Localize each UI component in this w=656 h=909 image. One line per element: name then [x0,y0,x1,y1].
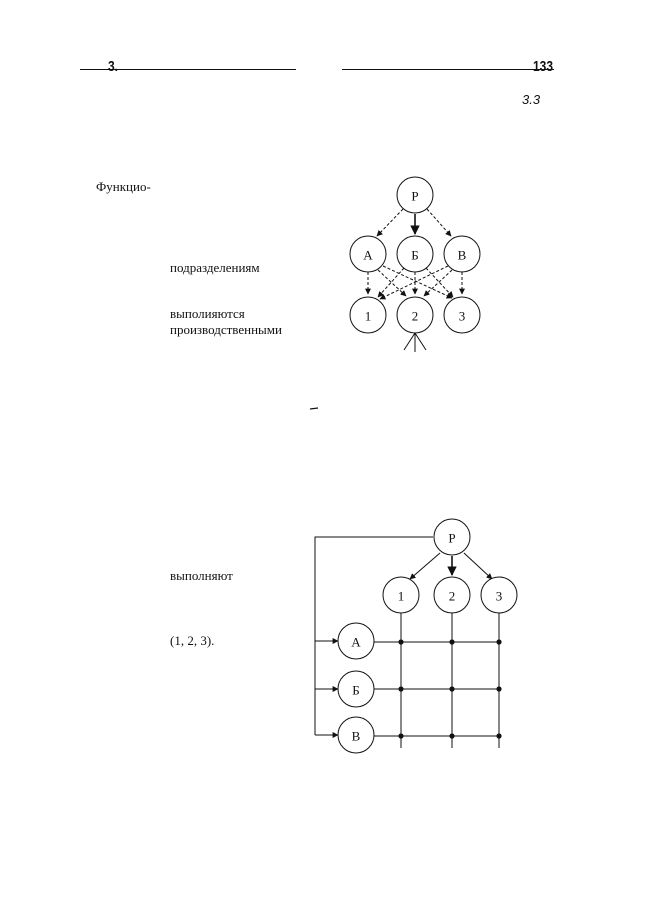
text-units-list: (1, 2, 3). [170,633,215,648]
edge-p-a [376,208,404,237]
label-b-2: Б [352,683,359,698]
edge-p-1 [409,552,441,580]
node-v-2 [337,716,375,754]
edge-a-3 [382,265,453,299]
text-perform: выполняют [170,568,233,583]
label-p-2: Р [448,531,455,546]
diagram-matrix-labels: Р 1 2 3 А Б В [351,531,502,744]
label-1-2: 1 [398,589,405,604]
node-1-1 [349,296,387,334]
text-performed: выполияются [170,306,245,321]
running-head-rule-right [342,69,554,70]
grid-dot [449,639,455,645]
grid-dot [496,639,502,645]
edge-p-3 [463,552,493,580]
edge-p-v [426,208,452,237]
grid-dot [398,639,404,645]
node-2-1 [396,296,434,334]
node-3-2 [480,576,518,614]
diagram-matrix [314,518,518,754]
node-1-2 [382,576,420,614]
edge-v-2 [423,269,453,297]
edge-stub-right [414,332,427,351]
text-functional-heading: Функцио- [96,179,151,194]
running-head-rule-left [80,69,296,70]
grid-dot [398,733,404,739]
edge-b-1 [377,267,405,298]
node-v-1 [443,235,481,273]
grid-dot [398,686,404,692]
label-3-1: 3 [459,309,466,324]
node-p-2 [433,518,471,556]
diagram-functional [349,176,481,352]
text-to-divisions: подразделениям [170,260,260,275]
label-2-1: 2 [412,309,419,324]
text-production: производственными [170,322,282,337]
edge-a-2 [377,269,407,297]
node-p-1 [396,176,434,214]
node-3-1 [443,296,481,334]
node-a-1 [349,235,387,273]
section-reference: 3.3 [522,92,541,107]
label-p-1: Р [411,189,418,204]
label-v-2: В [352,729,361,744]
node-b-2 [337,670,375,708]
stray-mark [309,407,319,410]
label-2-2: 2 [449,589,456,604]
diagram-matrix-dots [398,639,502,739]
node-2-2 [433,576,471,614]
edge-stub-left [403,332,416,351]
grid-dot [449,733,455,739]
label-a-1: А [363,248,373,263]
label-b-1: Б [411,248,418,263]
running-head-chapter: 3. [108,58,119,75]
edge-p-loop [314,536,433,735]
edge-v-1 [379,265,449,300]
page-number: 133 [533,58,554,75]
grid-dot [449,686,455,692]
node-a-2 [337,622,375,660]
grid-dot [496,686,502,692]
label-v-1: В [458,248,467,263]
node-b-1 [396,235,434,273]
grid-dot [496,733,502,739]
label-1-1: 1 [365,309,372,324]
label-3-2: 3 [496,589,503,604]
label-a-2: А [351,635,361,650]
edge-b-3 [425,267,454,298]
diagram-functional-labels: Р А Б В 1 2 3 [363,189,466,324]
